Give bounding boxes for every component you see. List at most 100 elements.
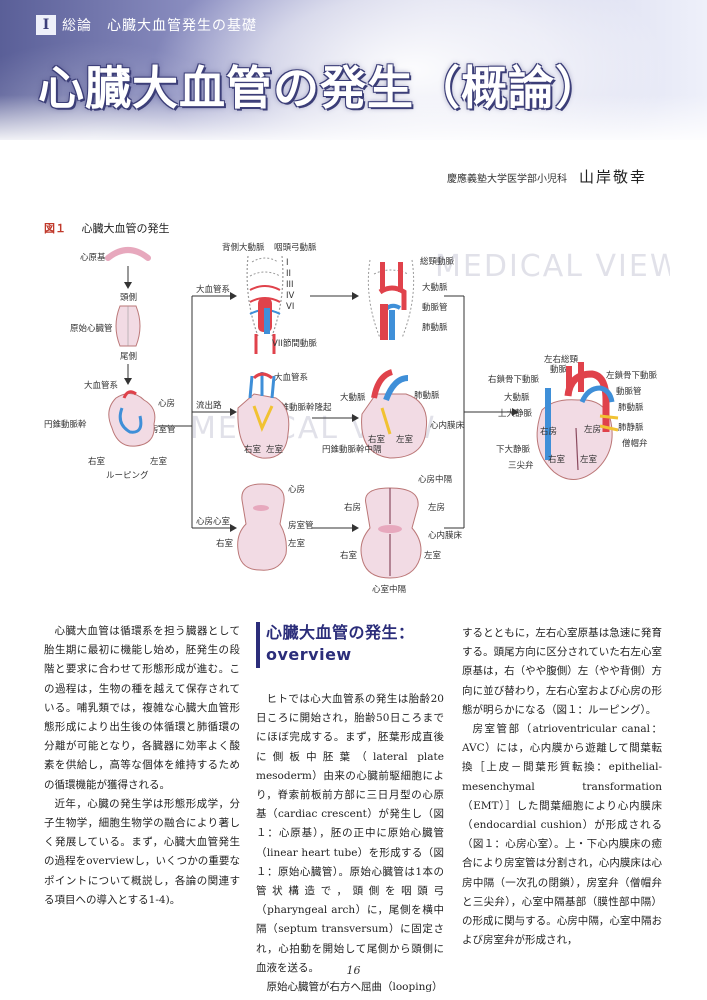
label-pharyngeal-arch-artery: 咽頭弓動脈 [274, 242, 317, 253]
label-interventricular-septum: 心室中隔 [372, 584, 407, 595]
label-cranial: 頭側 [120, 292, 137, 303]
label-conotruncus: 円錐動脈幹 [44, 419, 87, 430]
label-aorta: 大動脈 [422, 282, 448, 293]
label-pulmonary-vein: 肺静脈 [618, 422, 644, 433]
section-number: I [36, 15, 56, 35]
label-rv-final: 右室 [340, 550, 358, 561]
label-endocardial-cushion-2: 心内膜床 [428, 530, 463, 541]
body-paragraph: 心臓大血管は循環系を担う臓器として胎生期に最初に機能し始め，胚発生の段階と要求に… [44, 625, 240, 791]
label-rv-av: 右室 [216, 538, 234, 549]
label-left-atrium: 左房 [428, 502, 445, 513]
label-arch-1: I [286, 258, 289, 268]
label-left-ventricle: 左室 [150, 456, 168, 467]
figure-caption: 図１ 心臓大血管の発生 [44, 220, 170, 236]
av-canal-diagram [237, 483, 287, 571]
section-body: ヒトでは心大血管系の発生は胎齢20日ころに開始され，胎齢50日ころまでにほぼ完成… [256, 690, 444, 997]
label-pulmonary-artery-2: 肺動脈 [414, 390, 440, 401]
cardiac-crescent-shape [105, 247, 151, 261]
label-atrium-ventricle: 心房心室 [196, 516, 231, 527]
label-lv-septated: 左室 [396, 434, 414, 445]
header-fade [0, 95, 707, 140]
label-outflow-tract: 流出路 [196, 400, 222, 411]
label-great-vessel-system: 大血管系 [196, 284, 230, 295]
label-conotruncal-septum: 円錐動脈幹中隔 [322, 444, 382, 455]
label-superior-vena-cava: 上大静脈 [498, 408, 533, 419]
figure-title: 心臓大血管の発生 [81, 222, 170, 235]
outflow-heart-diagram [237, 372, 290, 459]
label-ductus-3: 動脈管 [616, 386, 642, 397]
body-paragraph: 房室管部（atrioventricular canal：AVC）には，心内膜から… [462, 723, 662, 947]
section-heading-line2: overview [266, 645, 352, 664]
label-left-atrium-3: 左房 [584, 424, 601, 435]
label-lv-final: 左室 [424, 550, 442, 561]
section-heading-block: 心臓大血管の発生： overview [256, 622, 444, 668]
label-aorta-3: 大動脈 [504, 392, 530, 403]
label-right-atrium-3: 右房 [540, 426, 557, 437]
body-paragraph: 近年，心臓の発生学は形態形成学，分子生物学，細胞生物学の融合により著しく発展して… [44, 797, 240, 906]
septated-av-diagram [360, 487, 422, 579]
looping-heart-tube [118, 407, 143, 434]
label-lv-outflow: 左室 [266, 444, 284, 455]
section-bar: I 総論 心臓大血管発生の基礎 [36, 14, 257, 36]
body-column-1: 心臓大血管は循環系を担う臓器として胎生期に最初に機能し始め，胚発生の段階と要求に… [44, 622, 240, 910]
label-common-carotid-line2: 動脈 [550, 364, 568, 375]
label-common-carotid-lr: 左右総頸 動脈 [544, 354, 581, 375]
label-pulmonary-artery: 肺動脈 [422, 322, 448, 333]
label-lv-av: 左室 [288, 538, 306, 549]
label-arch-3: III [286, 280, 294, 290]
body-paragraph: 原始心臓管が右方へ屈曲（looping） [266, 981, 443, 994]
label-common-carotid-line1: 左右総頸 [544, 354, 579, 365]
body-column-2: 心臓大血管の発生： overview ヒトでは心大血管系の発生は胎齢20日ころに… [256, 622, 444, 997]
label-dorsal-aorta: 背側大動脈 [222, 242, 265, 253]
label-rv-outflow: 右室 [244, 444, 262, 455]
septated-outflow-diagram [361, 369, 428, 459]
label-right-ventricle-3: 右室 [548, 454, 566, 465]
label-primitive-heart-tube: 原始心臓管 [70, 323, 113, 334]
author-block: 慶應義塾大学医学部小児科 山岸敬幸 [447, 166, 647, 187]
label-av-canal: 房室管 [150, 424, 176, 435]
looping-heart-tube-outflow [122, 390, 137, 399]
looping-heart-shape [108, 393, 156, 447]
label-tricuspid: 三尖弁 [508, 460, 534, 471]
label-common-carotid: 総頸動脈 [420, 256, 455, 267]
label-right-subclavian: 右鎖骨下動脈 [488, 374, 540, 385]
label-right-ventricle: 右室 [88, 456, 106, 467]
label-inferior-vena-cava: 下大静脈 [496, 444, 531, 455]
label-aortic-sac: 大血管系 [84, 380, 118, 391]
label-ductus: 動脈管 [422, 302, 448, 313]
label-arch-4: IV [286, 291, 295, 301]
label-pulmonary-artery-3: 肺動脈 [618, 402, 644, 413]
label-aorta-2: 大動脈 [340, 392, 366, 403]
section-label: 総論 心臓大血管発生の基礎 [62, 18, 257, 34]
label-interatrial-septum: 心房中隔 [418, 474, 453, 485]
label-rv-septated: 右室 [368, 434, 386, 445]
label-av-canal-2: 房室管 [288, 520, 314, 531]
label-arch-6: VI [286, 302, 294, 312]
page-title: 心臓大血管の発生（概論） [38, 61, 602, 115]
label-left-subclavian: 左鎖骨下動脈 [606, 370, 658, 381]
watermark: MEDICAL VIEW [435, 249, 670, 284]
label-looping: ルーピング [106, 470, 149, 481]
page-number: 16 [346, 964, 361, 977]
section-heading-line1: 心臓大血管の発生： [266, 623, 415, 642]
pharyngeal-arch-diagram [246, 255, 284, 354]
mature-heart-diagram [536, 362, 619, 480]
remodelled-arches-diagram [367, 259, 415, 340]
figure-number: 図１ [44, 222, 66, 235]
label-aortic-sac-2: 大血管系 [274, 372, 308, 383]
header-banner: I 総論 心臓大血管発生の基礎 心臓大血管の発生（概論） [0, 0, 707, 140]
label-cardiac-crescent: 心原基 [80, 252, 106, 263]
label-atrium-2: 心房 [288, 484, 305, 495]
label-conotruncal-ridge: 円錐動脈幹隆起 [272, 402, 332, 413]
body-paragraph: ヒトでは心大血管系の発生は胎齢20日ころに開始され，胎齢50日ころまでにほぼ完成… [256, 693, 444, 974]
label-mitral: 僧帽弁 [622, 438, 648, 449]
body-column-3: するとともに，左右心室原基は急速に発育する。頭尾方向に区分されていた右左心室原基… [462, 624, 662, 950]
label-arch-2: II [286, 269, 291, 279]
label-caudal: 尾側 [120, 351, 137, 362]
label-intersegmental-artery: VII節間動脈 [272, 338, 317, 349]
label-left-ventricle-3: 左室 [580, 454, 598, 465]
author-affiliation: 慶應義塾大学医学部小児科 [446, 174, 567, 185]
author-name: 山岸敬幸 [578, 168, 647, 186]
label-atrium: 心房 [158, 398, 175, 409]
label-endocardial-cushion: 心内膜床 [430, 420, 465, 431]
